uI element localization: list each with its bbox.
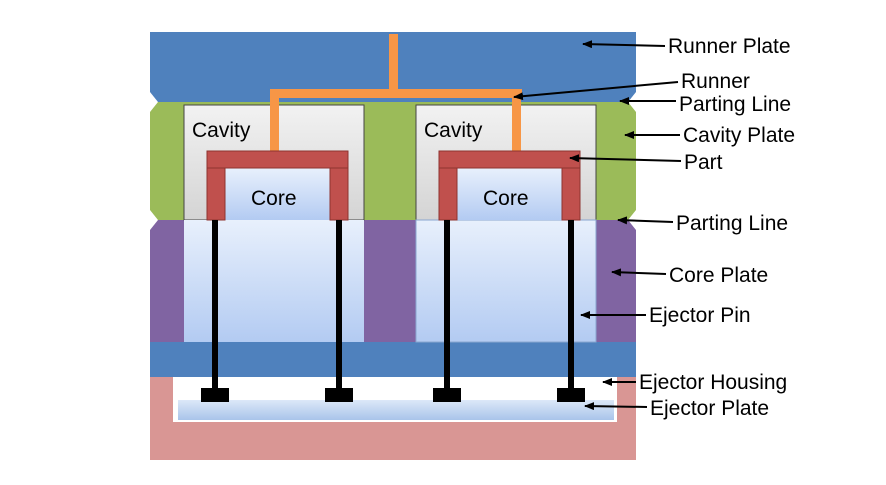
cavity-label: Cavity [424, 119, 483, 142]
label-core-plate: Core Plate [669, 264, 768, 287]
cavity-label: Cavity [192, 119, 251, 142]
ejector-pin [336, 220, 342, 390]
core-label: Core [483, 187, 529, 210]
label-part: Part [684, 151, 723, 174]
ejector-plate [178, 400, 614, 420]
callout-arrows [513, 40, 682, 411]
label-parting-line-top: Parting Line [679, 93, 791, 116]
arrow-part [569, 154, 682, 163]
core-right [457, 168, 562, 220]
ejector-pin-head [557, 388, 585, 402]
part-right [438, 150, 581, 221]
label-runner: Runner [681, 70, 750, 93]
arrow-runner [513, 81, 679, 101]
ejector-pin [568, 220, 574, 390]
arrow-parting-line-bottom [617, 216, 674, 225]
core-support-plate [150, 342, 636, 377]
ejector-pin [212, 220, 218, 390]
ejector-pin-head [325, 388, 353, 402]
arrow-core-plate [611, 268, 667, 277]
arrow-ejector-plate [584, 402, 648, 411]
ejector-pins [201, 220, 585, 402]
label-parting-line-bottom: Parting Line [676, 212, 788, 235]
ejector-pin-head [433, 388, 461, 402]
core-label: Core [251, 187, 297, 210]
label-ejector-plate: Ejector Plate [650, 397, 769, 420]
part-left [206, 150, 349, 221]
ejector-pin [444, 220, 450, 390]
arrow-runner-plate [582, 40, 666, 49]
label-runner-plate: Runner Plate [668, 35, 791, 58]
ejector-pin-head [201, 388, 229, 402]
core-left [225, 168, 330, 220]
label-ejector-housing: Ejector Housing [639, 371, 787, 394]
label-cavity-plate: Cavity Plate [683, 124, 795, 147]
label-ejector-pin: Ejector Pin [649, 304, 751, 327]
runner [270, 34, 522, 152]
